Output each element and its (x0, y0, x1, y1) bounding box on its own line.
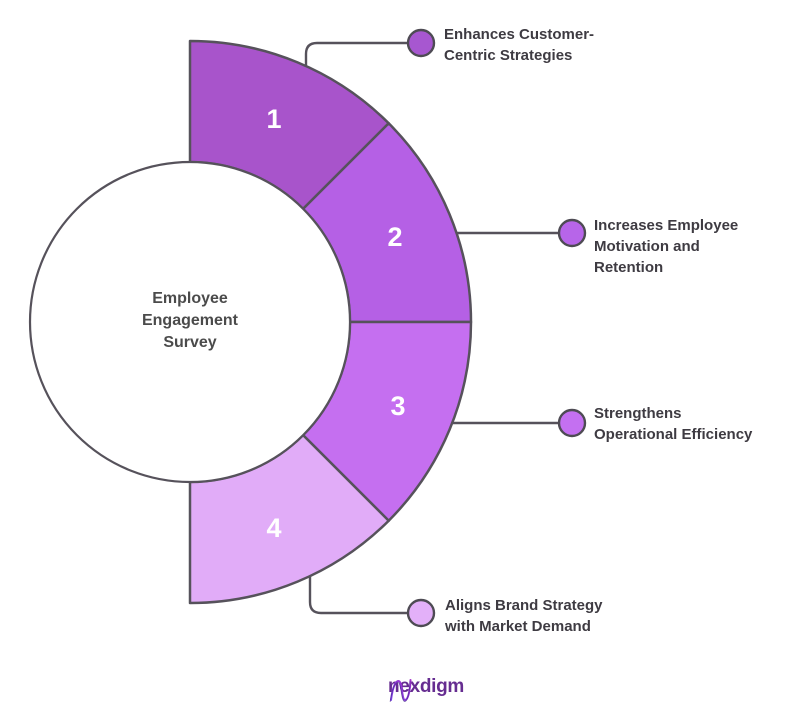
callout-bullet-3 (557, 408, 587, 438)
callout-label-4: Aligns Brand Strategy with Market Demand (445, 597, 603, 635)
callout-bullet-1 (406, 28, 436, 58)
callout-bullet-2 (557, 218, 587, 248)
nexdigm-logo-icon (389, 679, 412, 702)
segment-3-number: 3 (390, 391, 405, 421)
segment-1-number: 1 (266, 104, 281, 134)
segment-2-number: 2 (387, 222, 402, 252)
callout-bullet-4 (406, 598, 436, 628)
brand-logo: nexdigm (388, 676, 465, 702)
callout-label-2: Increases Employee Motivation and Retent… (594, 217, 739, 276)
segment-4-number: 4 (266, 513, 281, 543)
connector-4 (308, 576, 408, 615)
center-circle (28, 160, 352, 484)
callout-label-1: Enhances Customer- Centric Strategies (444, 26, 595, 64)
connector-1 (304, 41, 408, 66)
callout-label-3: Strengthens Operational Efficiency (594, 405, 753, 443)
brand-wordmark: nexdigm (388, 676, 465, 697)
center-label: Employee Engagement Survey (141, 290, 238, 351)
